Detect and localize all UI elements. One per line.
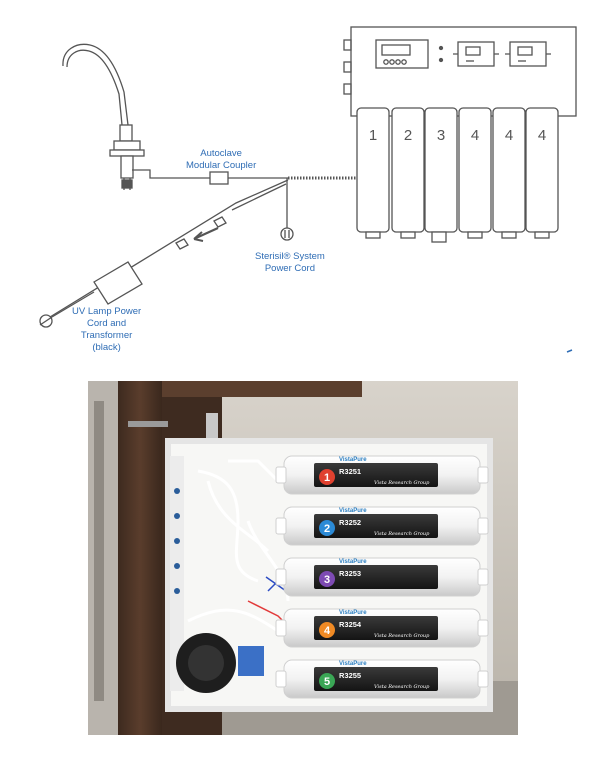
filter-badge-number: 2 (324, 523, 330, 535)
filter-number: 4 (538, 127, 546, 144)
diagram-lines: 1 2 3 4 4 4 (39, 26, 577, 353)
filter-cartridge-5: 5 VistaPure R3255 Vista Research Group (283, 659, 481, 699)
filter-brand: VistaPure (339, 559, 367, 565)
label-line: Transformer (80, 330, 133, 341)
filter-cartridge-2: 2 VistaPure R3252 Vista Research Group (283, 506, 481, 546)
cabinet-door (118, 381, 162, 735)
filter-number: 1 (369, 127, 377, 144)
filter-brand: VistaPure (339, 457, 367, 463)
filter-brand: VistaPure (339, 661, 367, 667)
filter-model: R3251 (339, 467, 361, 476)
power-plug-icon (280, 227, 294, 241)
uv-transformer-icon (93, 261, 143, 305)
filter-cartridge-1: 1 VistaPure R3251 Vista Research Group (283, 455, 481, 495)
label-line: Autoclave (200, 148, 242, 159)
coupler-label: Autoclave Modular Coupler (186, 148, 256, 172)
modular-coupler-icon (209, 171, 229, 185)
filter-number: 4 (471, 127, 479, 144)
filter-model: R3255 (339, 671, 361, 680)
filter-model: R3253 (339, 569, 361, 578)
maker-script: Vista Research Group (374, 684, 430, 690)
filter-cartridges (356, 107, 559, 243)
installed-system-photo: 1 VistaPure R3251 Vista Research Group 2… (88, 381, 518, 735)
label-line: Modular Coupler (186, 160, 257, 171)
uv-plug-icon (39, 314, 53, 328)
label-line: Power Cord (264, 263, 315, 274)
filter-number: 2 (404, 127, 412, 144)
filter-badge-number: 4 (324, 625, 331, 637)
filter-system-housing (343, 26, 577, 117)
filter-model: R3254 (339, 620, 362, 629)
filter-badge-number: 5 (324, 676, 330, 688)
uv-lamp-label: UV Lamp Power Cord and Transformer (blac… (72, 306, 141, 354)
maker-script: Vista Research Group (374, 480, 430, 486)
filter-numbers: 1 2 3 4 4 4 (369, 127, 546, 144)
uv-controller (238, 646, 264, 676)
filter-model: R3252 (339, 518, 361, 527)
label-line: (black) (92, 342, 121, 353)
label-line: Sterisil® System (255, 251, 325, 262)
filter-badge-number: 1 (324, 472, 330, 484)
filter-number: 4 (505, 127, 513, 144)
filter-number: 3 (437, 127, 445, 144)
filter-brand: VistaPure (339, 610, 367, 616)
power-cord-label: Sterisil® System Power Cord (255, 251, 325, 275)
filter-cartridge-3: 3 VistaPure R3253 (283, 557, 481, 597)
filter-cartridge-4: 4 VistaPure R3254 Vista Research Group (283, 608, 481, 648)
arrow-icon (195, 226, 219, 240)
maker-script: Vista Research Group (374, 633, 430, 639)
installation-diagram: 1 2 3 4 4 4 Autoclave Modular Coupler St… (0, 0, 600, 370)
photo-illustration: 1 VistaPure R3251 Vista Research Group 2… (88, 381, 518, 735)
faucet-icon (62, 43, 145, 190)
label-line: Cord and (87, 318, 127, 329)
maker-script: Vista Research Group (374, 531, 430, 537)
label-line: UV Lamp Power (72, 306, 142, 317)
filter-brand: VistaPure (339, 508, 367, 514)
filter-badge-number: 3 (324, 574, 330, 586)
